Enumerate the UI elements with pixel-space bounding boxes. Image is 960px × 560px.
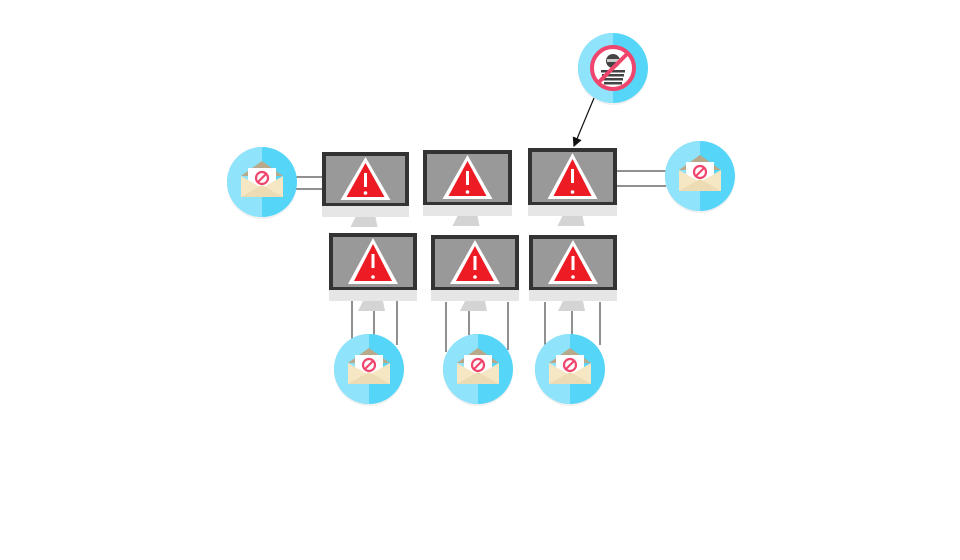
block-icon <box>470 357 486 373</box>
warning-monitor-icon <box>423 150 512 226</box>
exclamation-dot <box>363 191 368 195</box>
exclamation-dot <box>371 275 375 279</box>
block-icon <box>254 170 270 186</box>
blocked-email-icon <box>535 334 605 406</box>
warning-monitor-icon <box>329 233 417 311</box>
monitor-stand <box>350 217 378 227</box>
blocked-email-icon <box>334 334 404 406</box>
exclamation-bar <box>571 256 575 270</box>
block-icon <box>562 357 578 373</box>
exclamation-dot <box>570 190 575 194</box>
envelope-fold <box>348 372 390 384</box>
monitor-stand <box>460 301 487 311</box>
monitor-chin <box>528 205 617 216</box>
hacker-mask-eyes <box>607 59 619 62</box>
monitor-stand <box>557 216 585 226</box>
block-icon <box>361 357 377 373</box>
warning-monitor-icon <box>529 235 617 311</box>
exclamation-bar <box>473 256 477 270</box>
blocked-email-icon <box>665 141 735 213</box>
monitor-stand <box>558 301 585 311</box>
monitor-chin <box>322 206 409 217</box>
blocked-email-icon <box>227 147 297 219</box>
exclamation-dot <box>473 275 477 279</box>
hacker-stripe <box>602 74 624 77</box>
hacker-stripe <box>601 70 625 73</box>
block-slash <box>364 360 374 370</box>
warning-monitor-icon <box>322 152 409 227</box>
exclamation-bar <box>371 254 375 268</box>
warning-monitor-icon <box>528 148 617 226</box>
block-ring <box>590 45 636 91</box>
exclamation-bar <box>466 171 469 185</box>
hacker-stripe <box>604 82 622 85</box>
monitor-stand <box>452 216 480 226</box>
block-slash <box>473 360 483 370</box>
exclamation-dot <box>465 190 470 194</box>
exclamation-bar <box>571 169 574 183</box>
monitor-chin <box>423 205 512 216</box>
warning-monitor-icon <box>431 235 519 311</box>
hacker-stripe <box>603 78 623 81</box>
block-slash <box>695 167 705 177</box>
block-icon <box>692 164 708 180</box>
nodes <box>227 33 735 406</box>
block-slash <box>565 360 575 370</box>
monitor-stand <box>358 301 385 311</box>
block-slash <box>596 51 630 85</box>
envelope-fold <box>241 185 283 197</box>
envelope-fold <box>549 372 591 384</box>
exclamation-dot <box>571 275 575 279</box>
blocked-hacker-icon <box>578 33 648 105</box>
envelope-fold <box>679 179 721 191</box>
envelope-fold <box>457 372 499 384</box>
monitor-chin <box>431 290 519 301</box>
block-slash <box>257 173 267 183</box>
attack-arrow <box>572 97 595 148</box>
monitor-chin <box>529 290 617 301</box>
blocked-email-icon <box>443 334 513 406</box>
exclamation-bar <box>364 173 367 187</box>
monitor-chin <box>329 290 417 301</box>
